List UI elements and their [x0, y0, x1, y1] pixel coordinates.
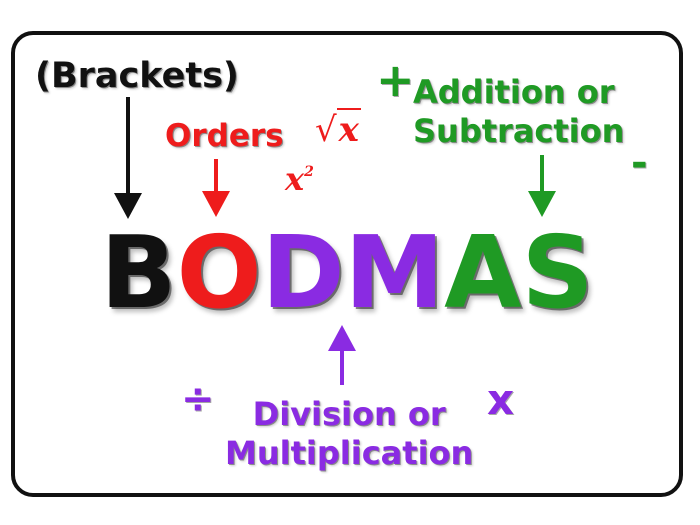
- plus-symbol: +: [376, 53, 415, 107]
- bodmas-word: BODMAS: [15, 215, 679, 330]
- division-arrow: [328, 325, 356, 385]
- radical-sign: √: [315, 110, 337, 150]
- times-symbol: x: [487, 375, 515, 424]
- letter-d: D: [261, 214, 345, 331]
- addition-label-line1: Addition or: [413, 73, 615, 111]
- letter-o: O: [176, 214, 262, 331]
- letter-b: B: [100, 214, 177, 331]
- addition-arrow: [528, 155, 556, 217]
- square-base: x: [285, 160, 305, 198]
- addition-label-line2: Subtraction: [413, 112, 625, 151]
- divide-symbol: ÷: [181, 376, 215, 422]
- orders-label: Orders: [165, 118, 284, 154]
- letter-m: M: [344, 214, 445, 331]
- brackets-label: (Brackets): [35, 56, 239, 96]
- x-squared-symbol: x2: [285, 163, 314, 195]
- square-root-variable: x: [336, 108, 361, 150]
- brackets-arrow: [114, 97, 142, 219]
- square-root-symbol: √x: [315, 108, 361, 150]
- orders-arrow: [202, 159, 230, 217]
- minus-symbol: -: [631, 140, 648, 186]
- square-exponent: 2: [304, 164, 314, 180]
- division-label-line2: Multiplication: [225, 434, 474, 473]
- division-label-line1: Division or: [252, 395, 446, 433]
- letter-s: S: [521, 214, 594, 331]
- letter-a: A: [444, 214, 522, 331]
